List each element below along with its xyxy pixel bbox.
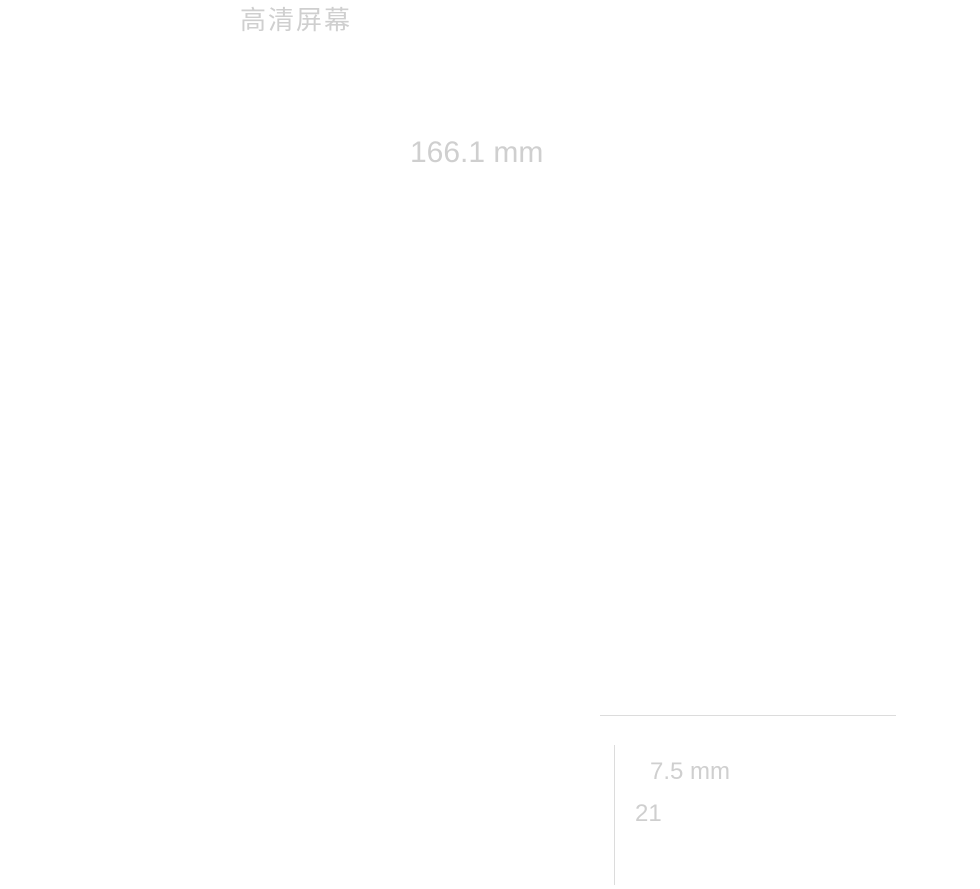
extra-dimension-label: 21 bbox=[635, 800, 662, 827]
height-dimension-label: 166.1 mm bbox=[410, 136, 544, 169]
dimension-line-vertical bbox=[614, 745, 615, 885]
faint-title: 高清屏幕 bbox=[240, 5, 353, 35]
dimension-line bbox=[600, 715, 896, 716]
depth-dimension-label: 7.5 mm bbox=[650, 758, 731, 785]
